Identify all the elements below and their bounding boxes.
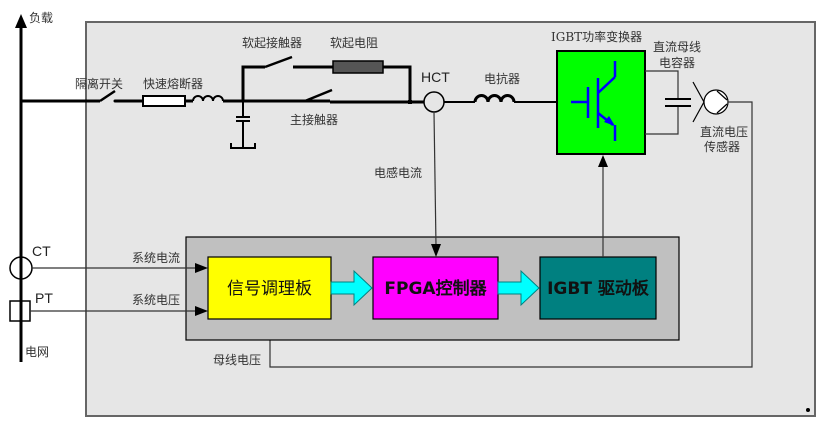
main-contactor-label: 主接触器 [290,112,338,127]
igbt-converter-label: IGBT功率变换器 [551,29,642,44]
signal-conditioning-board [207,256,332,320]
ground-icon [230,143,256,149]
inductor-current-arrow-icon [431,244,441,257]
main-contactor-icon [304,88,333,103]
grid-label: 电网 [25,345,49,359]
flow-arrow-signal-to-fpga [330,269,373,307]
igbt-converter-box [556,50,646,155]
fpga-controller-label: FPGA控制器 [384,278,487,299]
bus-voltage-label: 母线电压 [213,353,261,367]
soft-start-wire [241,65,265,101]
filter-inductor-icon [192,95,224,102]
hct-label: HCT [421,69,450,85]
device-panel [85,21,816,417]
pt-label: PT [35,290,53,306]
soft-start-resistor-label: 软起电阻 [330,36,378,50]
load-arrow-icon [15,14,27,28]
gate-drive-arrow-icon [598,155,608,167]
dc-voltage-sensor-label-2: 传感器 [704,139,740,154]
junction-dot [408,100,412,104]
soft-start-wire [383,65,412,102]
igbt-emitter-arrow-icon [604,116,615,126]
fast-fuse-label: 快速熔断器 [143,76,203,91]
igbt-driver-board [539,256,657,320]
flow-arrow-fpga-to-driver [497,269,540,307]
reactor-icon [473,94,516,103]
igbt-driver-board-label: IGBT 驱动板 [547,278,650,299]
bus-voltage-feedback-wire [269,101,753,368]
dc-bus-capacitor-label-1: 直流母线 [653,40,701,54]
soft-start-resistor-icon [332,60,384,74]
ct-label: CT [32,243,51,259]
corner-dot [806,408,810,412]
system-current-label: 系统电流 [132,251,180,265]
fast-fuse-icon [142,95,186,107]
isolation-switch-icon [99,89,116,103]
soft-start-contactor-icon [264,55,293,69]
isolation-switch-label: 隔离开关 [75,76,123,91]
system-voltage-arrow-icon [195,306,208,316]
reactor-label: 电抗器 [484,71,520,86]
system-current-arrow-icon [195,263,208,273]
dc-bus-capacitor-icon [665,98,691,107]
inductor-current-wire [433,111,437,247]
system-voltage-label: 系统电压 [132,293,180,307]
dc-voltage-sensor-label-1: 直流电压 [700,125,748,139]
load-label: 负载 [29,11,53,25]
dc-bus-wire [645,70,679,99]
dc-bus-capacitor-label-2: 电容器 [659,55,695,70]
soft-start-contactor-label: 软起接触器 [242,35,302,50]
fpga-controller [372,256,499,320]
dc-bus-wire [645,106,679,135]
inductor-current-label: 电感电流 [374,165,422,180]
signal-conditioning-board-label: 信号调理板 [227,279,312,299]
